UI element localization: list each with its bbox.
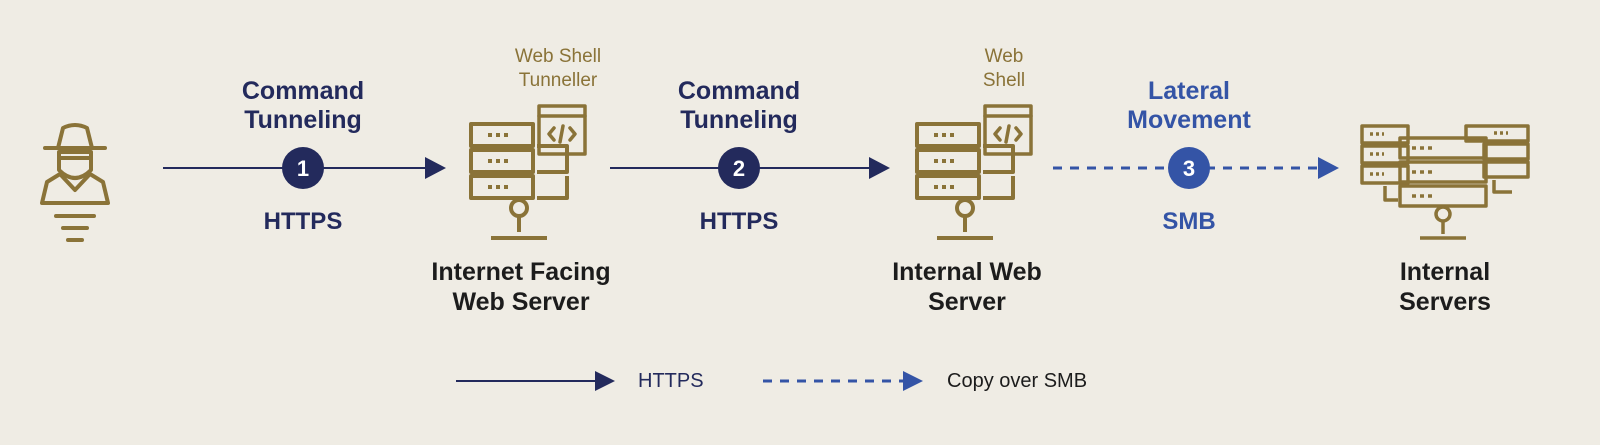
step-3-protocol: SMB xyxy=(1162,208,1216,235)
step-3-title-line1: Lateral xyxy=(1148,77,1230,105)
legend-smb-label: Copy over SMB xyxy=(947,370,1088,392)
connector-3: 3 xyxy=(1053,147,1339,189)
web-shell-tunneller-line1: Web Shell xyxy=(514,46,602,67)
step-2-title-line2: Tunneling xyxy=(680,106,798,134)
step-3-title: Lateral Movement xyxy=(1089,77,1289,135)
legend-https-label: HTTPS xyxy=(638,370,704,392)
web-shell-line2: Shell xyxy=(982,70,1026,91)
step-2-title-line1: Command xyxy=(677,77,801,105)
connector-2: 2 xyxy=(610,147,890,189)
internal-web-server-line1: Internal Web xyxy=(892,258,1042,286)
step-2-protocol: HTTPS xyxy=(699,208,779,235)
code-window-icon xyxy=(537,104,587,156)
internet-facing-web-server-label: Internet Facing Web Server xyxy=(411,257,631,317)
internal-web-server-line2: Server xyxy=(928,288,1006,316)
code-window-icon xyxy=(983,104,1033,156)
step-1-title-line2: Tunneling xyxy=(244,106,362,134)
step-1-title-line1: Command xyxy=(241,77,365,105)
web-shell-line1: Web xyxy=(984,46,1024,67)
step-3-number: 3 xyxy=(1183,156,1195,181)
web-shell-tunneller-line2: Tunneller xyxy=(518,70,598,91)
step-3-title-line2: Movement xyxy=(1127,106,1251,134)
step-1-protocol: HTTPS xyxy=(263,208,343,235)
legend-dashed-arrow xyxy=(763,371,923,391)
hacker-icon xyxy=(40,123,110,242)
connector-1: 1 xyxy=(163,147,446,189)
web-server-icon xyxy=(469,122,569,240)
step-1-number: 1 xyxy=(297,156,309,181)
legend-solid-arrow xyxy=(456,371,615,391)
internet-server-line2: Web Server xyxy=(452,288,590,316)
server-cluster-icon xyxy=(1360,124,1530,240)
web-shell-label: Web Shell xyxy=(964,45,1044,93)
web-shell-tunneller-label: Web Shell Tunneller xyxy=(488,45,628,93)
internal-servers-line2: Servers xyxy=(1399,288,1491,316)
step-2-number: 2 xyxy=(733,156,745,181)
internal-servers-label: Internal Servers xyxy=(1335,257,1555,317)
legend xyxy=(456,371,923,391)
step-2-title: Command Tunneling xyxy=(639,77,839,135)
web-server-icon xyxy=(915,122,1015,240)
internal-servers-line1: Internal xyxy=(1399,258,1491,286)
internal-web-server-label: Internal Web Server xyxy=(857,257,1077,317)
step-1-title: Command Tunneling xyxy=(203,77,403,135)
internet-server-line1: Internet Facing xyxy=(431,258,611,286)
